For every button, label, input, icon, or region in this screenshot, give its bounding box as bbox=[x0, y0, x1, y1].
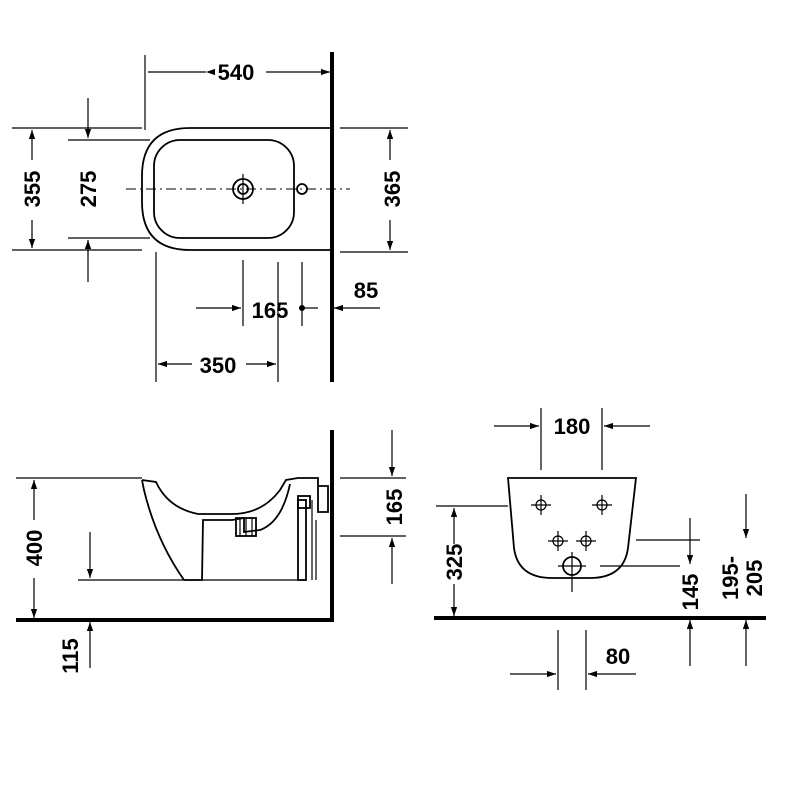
dim-85: 85 bbox=[354, 278, 378, 303]
fixing-hole-icon bbox=[592, 495, 612, 515]
fixing-hole-icon bbox=[576, 531, 596, 551]
dim-350: 350 bbox=[200, 353, 237, 378]
dim-325: 325 bbox=[442, 544, 467, 581]
dim-145: 145 bbox=[678, 574, 703, 611]
dim-355: 355 bbox=[20, 171, 45, 208]
bidet-bowl-profile bbox=[141, 477, 319, 515]
side-pipe-valve-icon bbox=[297, 495, 311, 509]
dim-540: 540 bbox=[218, 60, 255, 85]
bidet-outer-profile bbox=[141, 479, 245, 581]
dim-115: 115 bbox=[58, 638, 83, 674]
fixing-hole-icon bbox=[531, 495, 551, 515]
rear-body-outline bbox=[507, 477, 638, 579]
dim-365: 365 bbox=[380, 171, 405, 208]
dim-80: 80 bbox=[606, 644, 630, 669]
dim-side-165: 165 bbox=[382, 489, 407, 526]
dim-400: 400 bbox=[22, 530, 47, 567]
tap-hole-icon bbox=[296, 183, 308, 195]
bidet-inner-curve bbox=[243, 483, 291, 534]
bidet-wall-bracket bbox=[317, 485, 329, 513]
dim-195-205-line1: 195- bbox=[718, 556, 743, 600]
side-pipe bbox=[297, 499, 307, 581]
dim-180: 180 bbox=[554, 414, 591, 439]
dim-195-205-line2: 205 bbox=[742, 560, 767, 597]
fixing-hole-icon bbox=[548, 531, 568, 551]
side-view: 400 165 115 bbox=[16, 430, 407, 674]
dim-165: 165 bbox=[252, 298, 289, 323]
dim-275: 275 bbox=[76, 171, 101, 208]
top-view: 540 355 275 365 165 85 3 bbox=[12, 52, 408, 382]
rear-view: 180 325 145 195- 205 80 bbox=[434, 408, 767, 690]
